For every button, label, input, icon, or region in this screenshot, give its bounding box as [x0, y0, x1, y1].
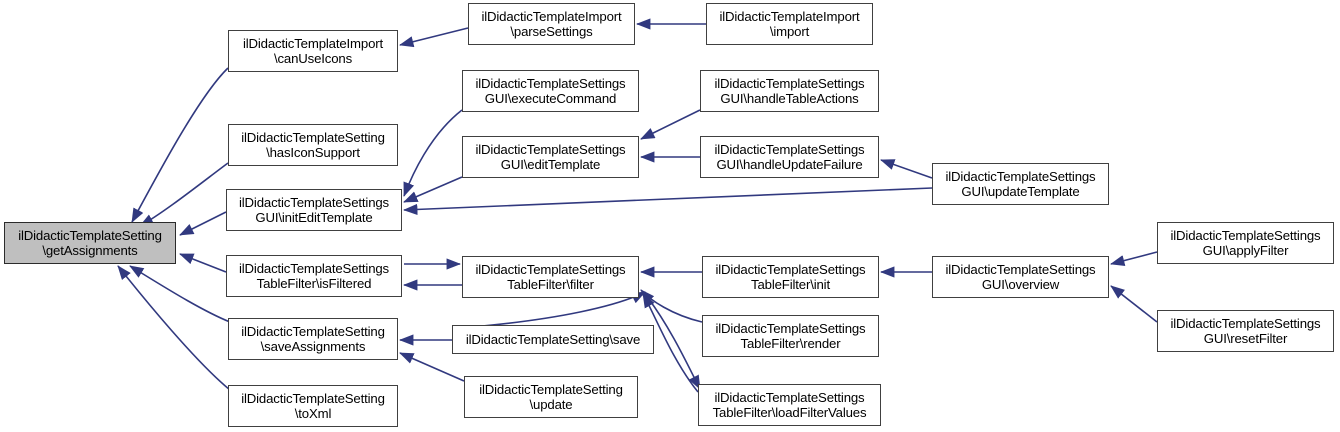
- graph-node-label: ilDidacticTemplateSettings GUI\overview: [945, 261, 1096, 293]
- graph-node-label: ilDidacticTemplateSettings TableFilter\i…: [715, 261, 866, 293]
- graph-node-label: ilDidacticTemplateSettings TableFilter\i…: [238, 260, 390, 292]
- graph-node-update[interactable]: ilDidacticTemplateSetting \update: [464, 376, 638, 418]
- graph-node-resetFilter[interactable]: ilDidacticTemplateSettings GUI\resetFilt…: [1157, 310, 1334, 352]
- graph-node-parseSettings[interactable]: ilDidacticTemplateImport \parseSettings: [468, 3, 635, 45]
- graph-node-label: ilDidacticTemplateImport \parseSettings: [481, 8, 622, 40]
- graph-node-updateTemplate[interactable]: ilDidacticTemplateSettings GUI\updateTem…: [932, 163, 1109, 205]
- edge-applyFilter-to-overview: [1110, 251, 1158, 267]
- graph-node-label: ilDidacticTemplateSettings GUI\handleTab…: [714, 75, 865, 107]
- graph-node-label: ilDidacticTemplateSettings TableFilter\r…: [715, 320, 866, 352]
- graph-node-executeCommand[interactable]: ilDidacticTemplateSettings GUI\executeCo…: [462, 70, 639, 112]
- edge-render-to-filter: [640, 289, 703, 323]
- graph-node-label: ilDidacticTemplateSettings GUI\resetFilt…: [1170, 315, 1321, 347]
- graph-node-tfInit[interactable]: ilDidacticTemplateSettings TableFilter\i…: [702, 256, 879, 298]
- graph-node-label: ilDidacticTemplateSetting\save: [465, 331, 641, 347]
- edge-saveAssignments-to-getAssignments: [129, 265, 231, 323]
- edge-filter-to-loadFilterValues: [647, 297, 701, 390]
- edge-parseSettings-to-canUseIcons: [399, 27, 469, 48]
- graph-node-saveAssignments[interactable]: ilDidacticTemplateSetting \saveAssignmen…: [228, 318, 398, 360]
- graph-node-label: ilDidacticTemplateSettings TableFilter\l…: [712, 389, 867, 421]
- edge-editTemplate-to-initEditTemplate: [403, 176, 463, 203]
- graph-node-isFiltered[interactable]: ilDidacticTemplateSettings TableFilter\i…: [226, 255, 402, 297]
- edge-update-to-saveAssignments: [399, 352, 465, 382]
- graph-node-label: ilDidacticTemplateSettings GUI\initEditT…: [238, 194, 390, 226]
- edge-updateTemplate-to-initEditTemplate: [403, 187, 933, 216]
- graph-node-label: ilDidacticTemplateImport \import: [719, 8, 860, 40]
- graph-node-filter[interactable]: ilDidacticTemplateSettings TableFilter\f…: [462, 256, 639, 298]
- graph-node-loadFilterValues[interactable]: ilDidacticTemplateSettings TableFilter\l…: [698, 384, 881, 426]
- graph-node-label: ilDidacticTemplateSettings GUI\editTempl…: [475, 141, 626, 173]
- graph-node-label: ilDidacticTemplateSetting \toXml: [241, 390, 385, 422]
- graph-node-initEditTemplate[interactable]: ilDidacticTemplateSettings GUI\initEditT…: [226, 189, 402, 231]
- edge-resetFilter-to-overview: [1110, 285, 1158, 323]
- graph-node-label: ilDidacticTemplateSetting \hasIconSuppor…: [241, 129, 385, 161]
- graph-node-canUseIcons[interactable]: ilDidacticTemplateImport \canUseIcons: [228, 30, 398, 72]
- graph-node-hasIconSupport[interactable]: ilDidacticTemplateSetting \hasIconSuppor…: [228, 124, 398, 166]
- graph-node-label: ilDidacticTemplateSetting \update: [479, 381, 623, 413]
- graph-node-toXml[interactable]: ilDidacticTemplateSetting \toXml: [228, 385, 398, 427]
- edge-canUseIcons-to-getAssignments: [131, 67, 229, 223]
- graph-node-save[interactable]: ilDidacticTemplateSetting\save: [452, 325, 654, 354]
- graph-node-import[interactable]: ilDidacticTemplateImport \import: [706, 3, 873, 45]
- edge-toXml-to-getAssignments: [117, 265, 231, 391]
- graph-node-label: ilDidacticTemplateSettings GUI\handleUpd…: [714, 141, 865, 173]
- graph-node-handleUpdateFailure[interactable]: ilDidacticTemplateSettings GUI\handleUpd…: [700, 136, 879, 178]
- edge-handleTableActions-to-editTemplate: [640, 109, 701, 140]
- graph-node-getAssignments[interactable]: ilDidacticTemplateSetting \getAssignment…: [4, 222, 176, 264]
- edge-initEditTemplate-to-getAssignments: [179, 211, 227, 236]
- graph-node-handleTableActions[interactable]: ilDidacticTemplateSettings GUI\handleTab…: [700, 70, 879, 112]
- edge-executeCommand-to-initEditTemplate: [403, 109, 463, 197]
- graph-node-editTemplate[interactable]: ilDidacticTemplateSettings GUI\editTempl…: [462, 136, 639, 178]
- graph-node-overview[interactable]: ilDidacticTemplateSettings GUI\overview: [932, 256, 1109, 298]
- graph-node-applyFilter[interactable]: ilDidacticTemplateSettings GUI\applyFilt…: [1157, 222, 1334, 264]
- graph-node-label: ilDidacticTemplateSettings TableFilter\f…: [475, 261, 626, 293]
- graph-node-label: ilDidacticTemplateImport \canUseIcons: [242, 35, 384, 67]
- edge-isFiltered-to-getAssignments: [179, 253, 227, 273]
- graph-node-label: ilDidacticTemplateSettings GUI\executeCo…: [475, 75, 626, 107]
- edge-updateTemplate-to-handleUpdateFailure: [880, 159, 933, 179]
- graph-node-label: ilDidacticTemplateSetting \getAssignment…: [18, 227, 162, 259]
- graph-node-label: ilDidacticTemplateSetting \saveAssignmen…: [241, 323, 385, 355]
- graph-node-render[interactable]: ilDidacticTemplateSettings TableFilter\r…: [702, 315, 879, 357]
- graph-node-label: ilDidacticTemplateSettings GUI\applyFilt…: [1170, 227, 1321, 259]
- edge-hasIconSupport-to-getAssignments: [139, 162, 229, 227]
- graph-node-label: ilDidacticTemplateSettings GUI\updateTem…: [945, 168, 1096, 200]
